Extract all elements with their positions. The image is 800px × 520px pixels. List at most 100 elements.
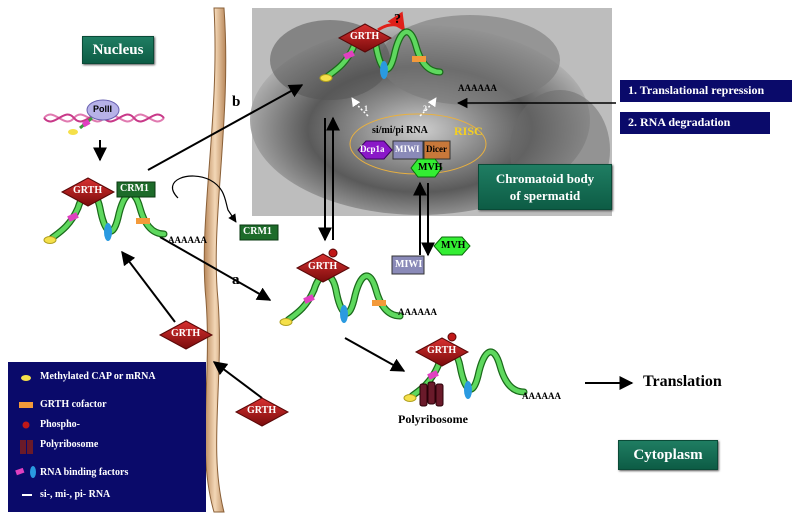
miwi-block-cb (392, 140, 424, 160)
legend-text-sirna: si-, mi-, pi- RNA (40, 489, 111, 500)
legend-row-cap: Methylated CAP or mRNA (8, 370, 206, 386)
dicer-block (423, 140, 451, 160)
grth-cofactor (412, 56, 426, 62)
dcp1a-hexagon (357, 140, 393, 160)
grth-chromatoid (337, 23, 393, 53)
phospho-dot (447, 332, 457, 342)
cap-marker (319, 74, 333, 82)
legend-phospho-swatch (22, 421, 30, 429)
chromatoid-label: Chromatoid body of spermatid (478, 164, 612, 210)
legend-row-polyribosome: Polyribosome (8, 438, 206, 454)
mvh-label-cb: MVH (418, 162, 443, 173)
mrna-nucleus (43, 189, 168, 244)
ribosome-cylinder (427, 381, 436, 405)
grth-label: GRTH (73, 185, 103, 196)
legend-text-binding: RNA binding factors (40, 467, 129, 478)
grth-diamond (337, 23, 393, 53)
crm1-export-arrow (171, 175, 237, 223)
polya-tail-label: AAAAAA (458, 83, 497, 93)
arrow-a (159, 236, 272, 301)
rna-binding-factor-pink (343, 50, 355, 60)
grth-label: GRTH (350, 31, 380, 42)
grth-cytoplasm (295, 248, 351, 283)
cap-marker (279, 318, 293, 326)
grth-diamond (60, 177, 116, 207)
legend-polyribosome-swatch-a (20, 440, 26, 454)
grth-diamond (234, 397, 290, 427)
action-degradation-text: 2. RNA degradation (628, 115, 731, 129)
mrna-polyribosome (403, 347, 528, 402)
nucleus-label: Nucleus (82, 36, 154, 64)
arrow-to-polyribosome (344, 337, 406, 372)
grth-label: GRTH (171, 328, 201, 339)
legend-row-phospho: Phospho- (8, 418, 206, 434)
mrna-group (43, 27, 528, 402)
action-repression: 1. Translational repression (620, 80, 792, 102)
rna-binding-factor-pink (427, 370, 439, 380)
arrow-return-lower (212, 361, 263, 399)
grth-group (60, 23, 470, 427)
crm1-label-nucleus: CRM1 (120, 183, 149, 194)
pol-ii-ellipse (86, 99, 120, 121)
polya-tail-label: AAAAAA (398, 307, 437, 317)
legend-text-cofactor: GRTH cofactor (40, 399, 107, 410)
legend-cofactor-swatch (19, 402, 33, 408)
miwi-label: MIWI (395, 259, 423, 270)
nuclear-membrane (203, 7, 227, 513)
grth-polyribosome (414, 332, 470, 367)
legend-binding-swatch-b (30, 466, 36, 478)
grth-label: GRTH (247, 405, 277, 416)
question-arrow (377, 11, 406, 32)
miwi-block (391, 255, 425, 275)
repression-arrow-1 (351, 97, 369, 117)
arrow-b (147, 84, 304, 171)
crm1-label-free: CRM1 (243, 226, 272, 237)
mrna-cytoplasm (279, 271, 404, 326)
legend-polyribosome-swatch-b (27, 440, 33, 454)
phospho-dot (328, 248, 338, 258)
polyribosome-label: Polyribosome (398, 412, 468, 426)
grth-diamond (295, 253, 351, 283)
grth-nucleus (60, 177, 116, 207)
rna-binding-factor-blue (380, 61, 388, 79)
grth-diamond (158, 320, 214, 350)
step-1-label: 1 (364, 104, 368, 113)
rna-binding-factor-pink (303, 294, 315, 304)
legend-binding-swatch-a (15, 467, 25, 476)
mrna-chromatoid (319, 27, 444, 82)
polyribosome-shape (419, 381, 444, 407)
translation-label: Translation (643, 373, 722, 390)
grth-free-upper (158, 320, 214, 350)
sirna-label: si/mi/pi RNA (372, 125, 428, 136)
question-mark: ? (394, 12, 401, 27)
legend-text-polyribosome: Polyribosome (40, 439, 99, 450)
legend-text-phospho: Phospho- (40, 419, 81, 430)
grth-label: GRTH (308, 261, 338, 272)
arrow-return-upper (121, 250, 176, 323)
cytoplasm-text: Cytoplasm (633, 447, 703, 463)
crm1-box-free (239, 224, 279, 241)
action-repression-text: 1. Translational repression (628, 83, 765, 97)
grth-label: GRTH (427, 345, 457, 356)
crm1-box-nucleus (116, 181, 156, 198)
action-degradation: 2. RNA degradation (620, 112, 770, 134)
polya-tail-label: AAAAAA (522, 391, 561, 401)
grth-diamond (414, 337, 470, 367)
polya-tail-label: AAAAAA (168, 235, 207, 245)
cytoplasm-label: Cytoplasm (618, 440, 718, 470)
risc-label: RISC (454, 124, 483, 138)
legend-box: Methylated CAP or mRNA GRTH cofactor Pho… (8, 362, 206, 512)
rna-binding-factor-blue (340, 305, 348, 323)
legend-row-binding: RNA binding factors (8, 466, 206, 482)
legend-swatches (15, 375, 36, 496)
ribosome-cylinder (419, 383, 428, 407)
mvh-hexagon-cb (410, 158, 443, 178)
rna-binding-factor-blue (464, 381, 472, 399)
legend-row-cofactor: GRTH cofactor (8, 398, 206, 414)
legend-cap-swatch (21, 375, 31, 381)
dcp1a-label: Dcp1a (360, 144, 385, 154)
grth-cofactor (136, 218, 150, 224)
cap-marker (43, 236, 57, 244)
rna-binding-factor-blue (104, 223, 112, 241)
